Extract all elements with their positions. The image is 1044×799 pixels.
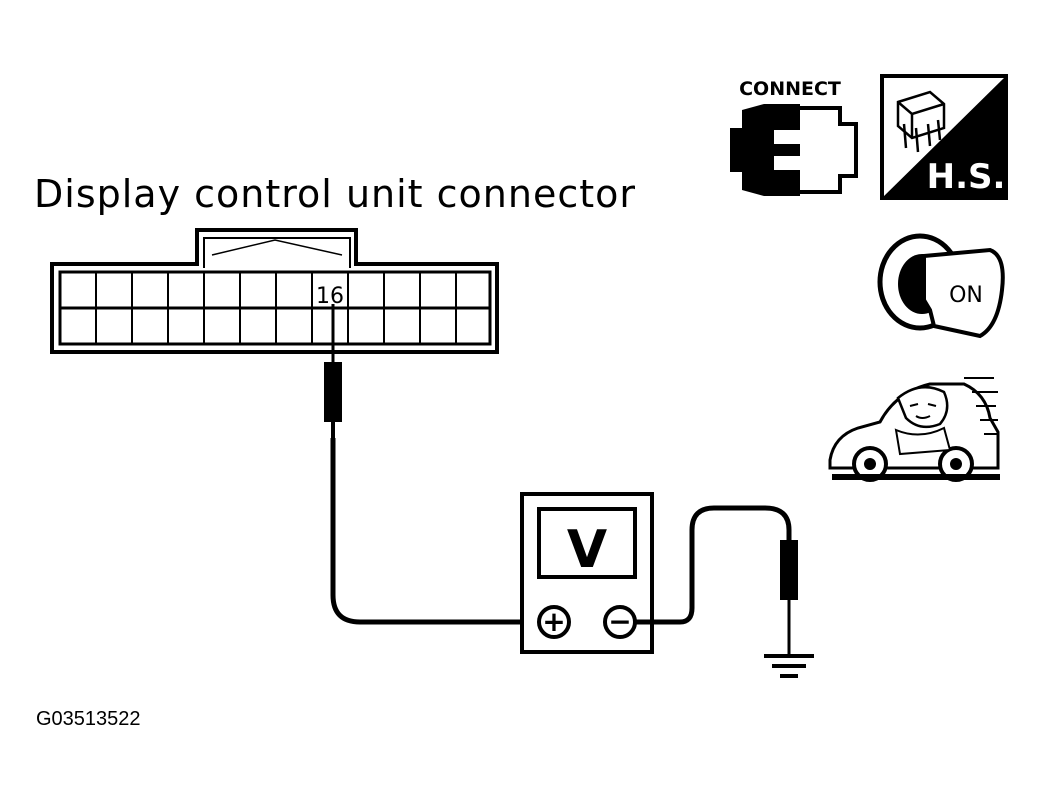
harness-side-label: H.S. xyxy=(927,157,1006,197)
ignition-on-label: ON xyxy=(949,283,983,308)
meter-plus-symbol: + xyxy=(542,605,565,638)
positive-lead-wire xyxy=(330,438,538,625)
negative-probe xyxy=(780,540,798,654)
connect-icon-label: CONNECT xyxy=(739,78,841,100)
driving-car-icon xyxy=(828,377,1000,482)
ground-symbol xyxy=(764,654,814,678)
negative-lead-wire xyxy=(636,505,792,625)
pin-number-label: 16 xyxy=(316,284,344,309)
display-control-unit-connector xyxy=(50,228,499,354)
connector-plug-icon xyxy=(730,104,858,196)
meter-plus-terminal xyxy=(537,605,571,639)
voltmeter xyxy=(520,492,654,654)
voltmeter-label: V xyxy=(567,520,607,580)
meter-minus-symbol: − xyxy=(608,605,631,638)
ignition-key-on-icon xyxy=(877,233,1005,339)
figure-id: G03513522 xyxy=(36,708,141,730)
positive-probe xyxy=(324,304,342,438)
diagram-title: Display control unit connector xyxy=(34,172,636,216)
harness-side-icon xyxy=(880,74,1008,200)
meter-minus-terminal xyxy=(603,605,637,639)
